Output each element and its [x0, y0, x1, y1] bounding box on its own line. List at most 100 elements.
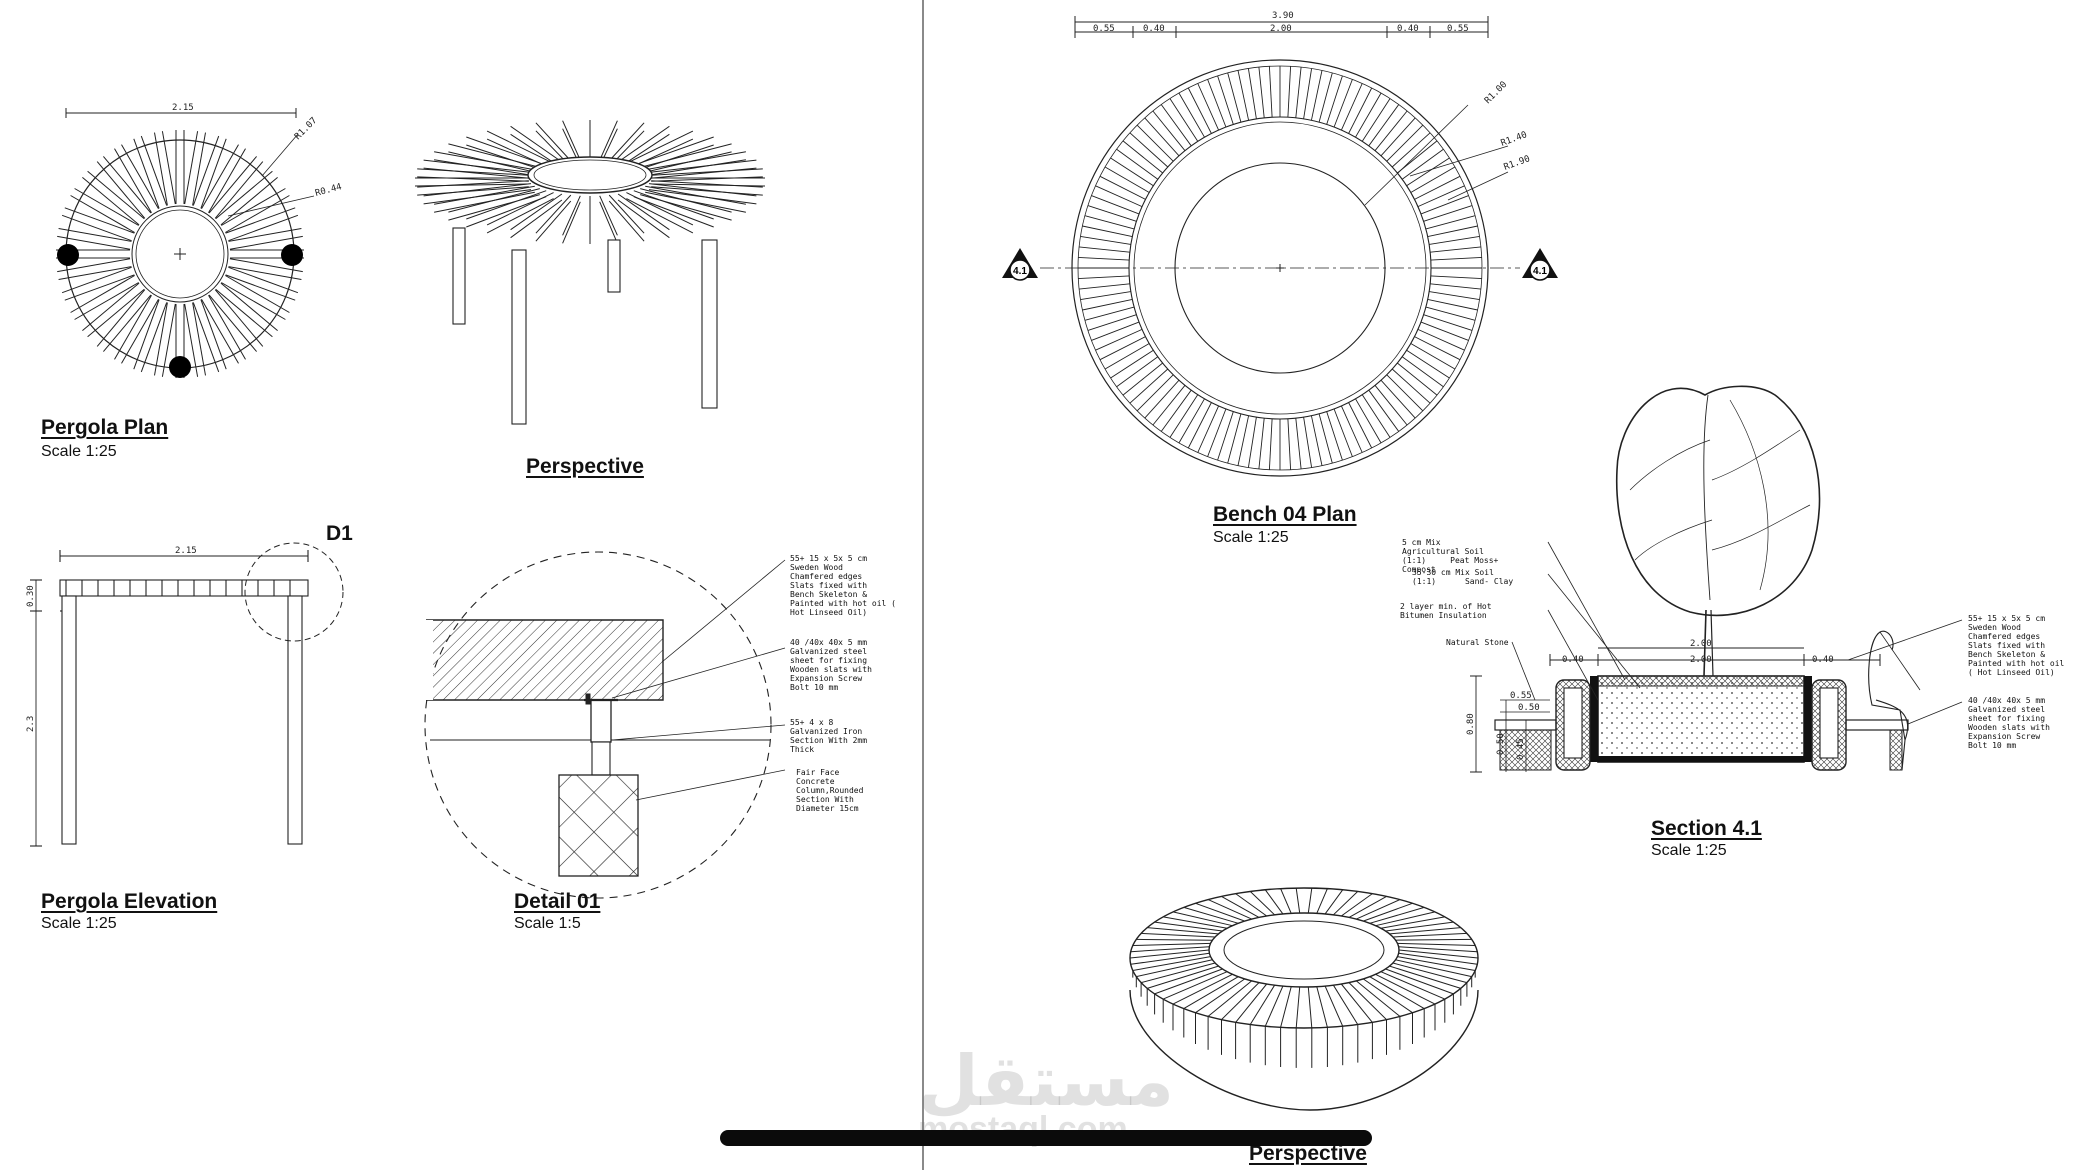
pergola-slat: [225, 274, 296, 301]
perspective-slat: [648, 159, 757, 173]
bench-slat: [1374, 385, 1408, 426]
perspective-slat: [648, 167, 757, 179]
perspective-slat: [562, 201, 581, 244]
bench-slat: [1303, 68, 1313, 119]
section-41-scale: Scale 1:25: [1651, 842, 1727, 859]
bench-slat: [1079, 246, 1130, 253]
section-dim-8: 0.50: [1496, 733, 1506, 755]
pergola-elevation-scale: Scale 1:25: [41, 915, 117, 932]
bench-slat: [1361, 98, 1391, 142]
perspective-slat: [510, 199, 563, 239]
perspective-slat: [626, 192, 694, 226]
bench-perspective-slat: [1389, 965, 1461, 989]
perspective-slat: [617, 199, 670, 239]
bench-slat: [1361, 394, 1391, 438]
bench-slat: [1258, 67, 1265, 118]
bench-slat: [1406, 349, 1450, 379]
pergola-slat: [229, 235, 303, 250]
pergola-slat: [121, 299, 159, 364]
bench-plan-drawing: [1002, 16, 1558, 477]
bench-perspective-slat: [1154, 921, 1223, 932]
perspective-slat: [599, 201, 618, 244]
bench-slat: [1401, 148, 1444, 180]
bench-perspective-slat: [1397, 942, 1476, 946]
section-dim-3: 2.00: [1690, 655, 1712, 665]
bench-slat: [1414, 175, 1461, 200]
bench-dim-seg-2: 0.40: [1143, 24, 1165, 34]
bench-perspective-slat: [1235, 983, 1268, 1023]
bench-slat: [1295, 418, 1302, 469]
bench-slat: [1160, 389, 1192, 432]
bench-perspective-slat: [1195, 978, 1246, 1014]
bench-slat: [1237, 415, 1250, 466]
pergola-slat: [114, 148, 152, 213]
bench-perspective-slat: [1207, 899, 1252, 920]
pergola-slat: [82, 177, 140, 226]
bench-perspective-slat: [1183, 906, 1239, 924]
perspective-slat: [626, 130, 694, 164]
bench-dim-seg-3: 2.00: [1270, 24, 1292, 34]
perspective-slat: [434, 185, 535, 205]
bench-slat: [1368, 104, 1400, 147]
section-dim-7: 0.80: [1466, 713, 1476, 735]
watermark-arabic: مستقل: [918, 1040, 1175, 1122]
pergola-elevation-width-dim: 2.15: [175, 546, 197, 556]
bench-radius-1: R1.00: [1483, 80, 1509, 106]
perspective-slat: [645, 185, 746, 205]
bench-perspective-slat: [1389, 927, 1461, 935]
bench-perspective-slat: [1362, 978, 1413, 1014]
pergola-slat: [74, 282, 139, 320]
perspective-slat: [651, 168, 763, 176]
pergola-plan-width-dim: 2.15: [172, 103, 194, 113]
bench-slat: [1110, 157, 1154, 187]
horizontal-scrollbar[interactable]: [720, 1130, 1372, 1146]
pergola-plan-radius-inner: R0.44: [314, 182, 343, 199]
bench-perspective-slat: [1264, 985, 1284, 1027]
pergola-slat: [70, 195, 135, 233]
bench-slat: [1425, 215, 1476, 230]
detail-tag-d1: D1: [326, 522, 353, 545]
pergola-slat: [140, 135, 168, 206]
perspective-slat: [448, 151, 540, 174]
bench-slat: [1333, 79, 1353, 128]
bench-slat: [1099, 175, 1146, 200]
bench-slat: [1417, 185, 1465, 208]
pergola-slat: [61, 214, 132, 242]
bench-slat: [1340, 83, 1363, 131]
perspective-slat: [423, 183, 532, 197]
bench-slat: [1079, 283, 1130, 290]
pergola-slat: [225, 207, 296, 234]
perspective-slat: [640, 143, 732, 168]
perspective-slat: [562, 120, 581, 161]
bench-slat: [1355, 398, 1382, 444]
pergola-slat: [201, 144, 239, 209]
bench-perspective-slat: [1264, 889, 1284, 915]
bench-perspective-slat: [1341, 893, 1373, 917]
bench-slat: [1116, 148, 1159, 180]
perspective-slat: [599, 120, 618, 161]
bench-perspective-slat: [1316, 986, 1328, 1028]
bench-slat: [1237, 70, 1250, 121]
bench-slat: [1136, 374, 1174, 412]
bench-perspective-slat: [1129, 949, 1210, 959]
detail-01-drawing: [424, 551, 786, 899]
bench-slat: [1310, 70, 1323, 121]
bench-slat: [1333, 408, 1353, 457]
bench-perspective-slat: [1172, 973, 1233, 1005]
pergola-slat: [87, 170, 145, 220]
bench-slat: [1197, 405, 1220, 453]
bench-slat: [1410, 343, 1456, 370]
bench-slat: [1104, 166, 1150, 193]
bench-perspective-slat: [1221, 895, 1260, 918]
bench-slat: [1406, 157, 1450, 187]
bench-slat: [1429, 291, 1480, 301]
bench-slat: [1386, 124, 1424, 162]
bench-slat: [1129, 132, 1169, 168]
pergola-elevation-title: Pergola Elevation: [41, 890, 218, 913]
bench-slat: [1425, 306, 1476, 321]
bench-perspective-slat: [1307, 888, 1313, 914]
section-note-bitumen: 2 layer min. of Hot Bitumen Insulation: [1400, 602, 1492, 620]
bench-perspective-slat: [1163, 916, 1228, 929]
pergola-slat: [161, 131, 176, 205]
